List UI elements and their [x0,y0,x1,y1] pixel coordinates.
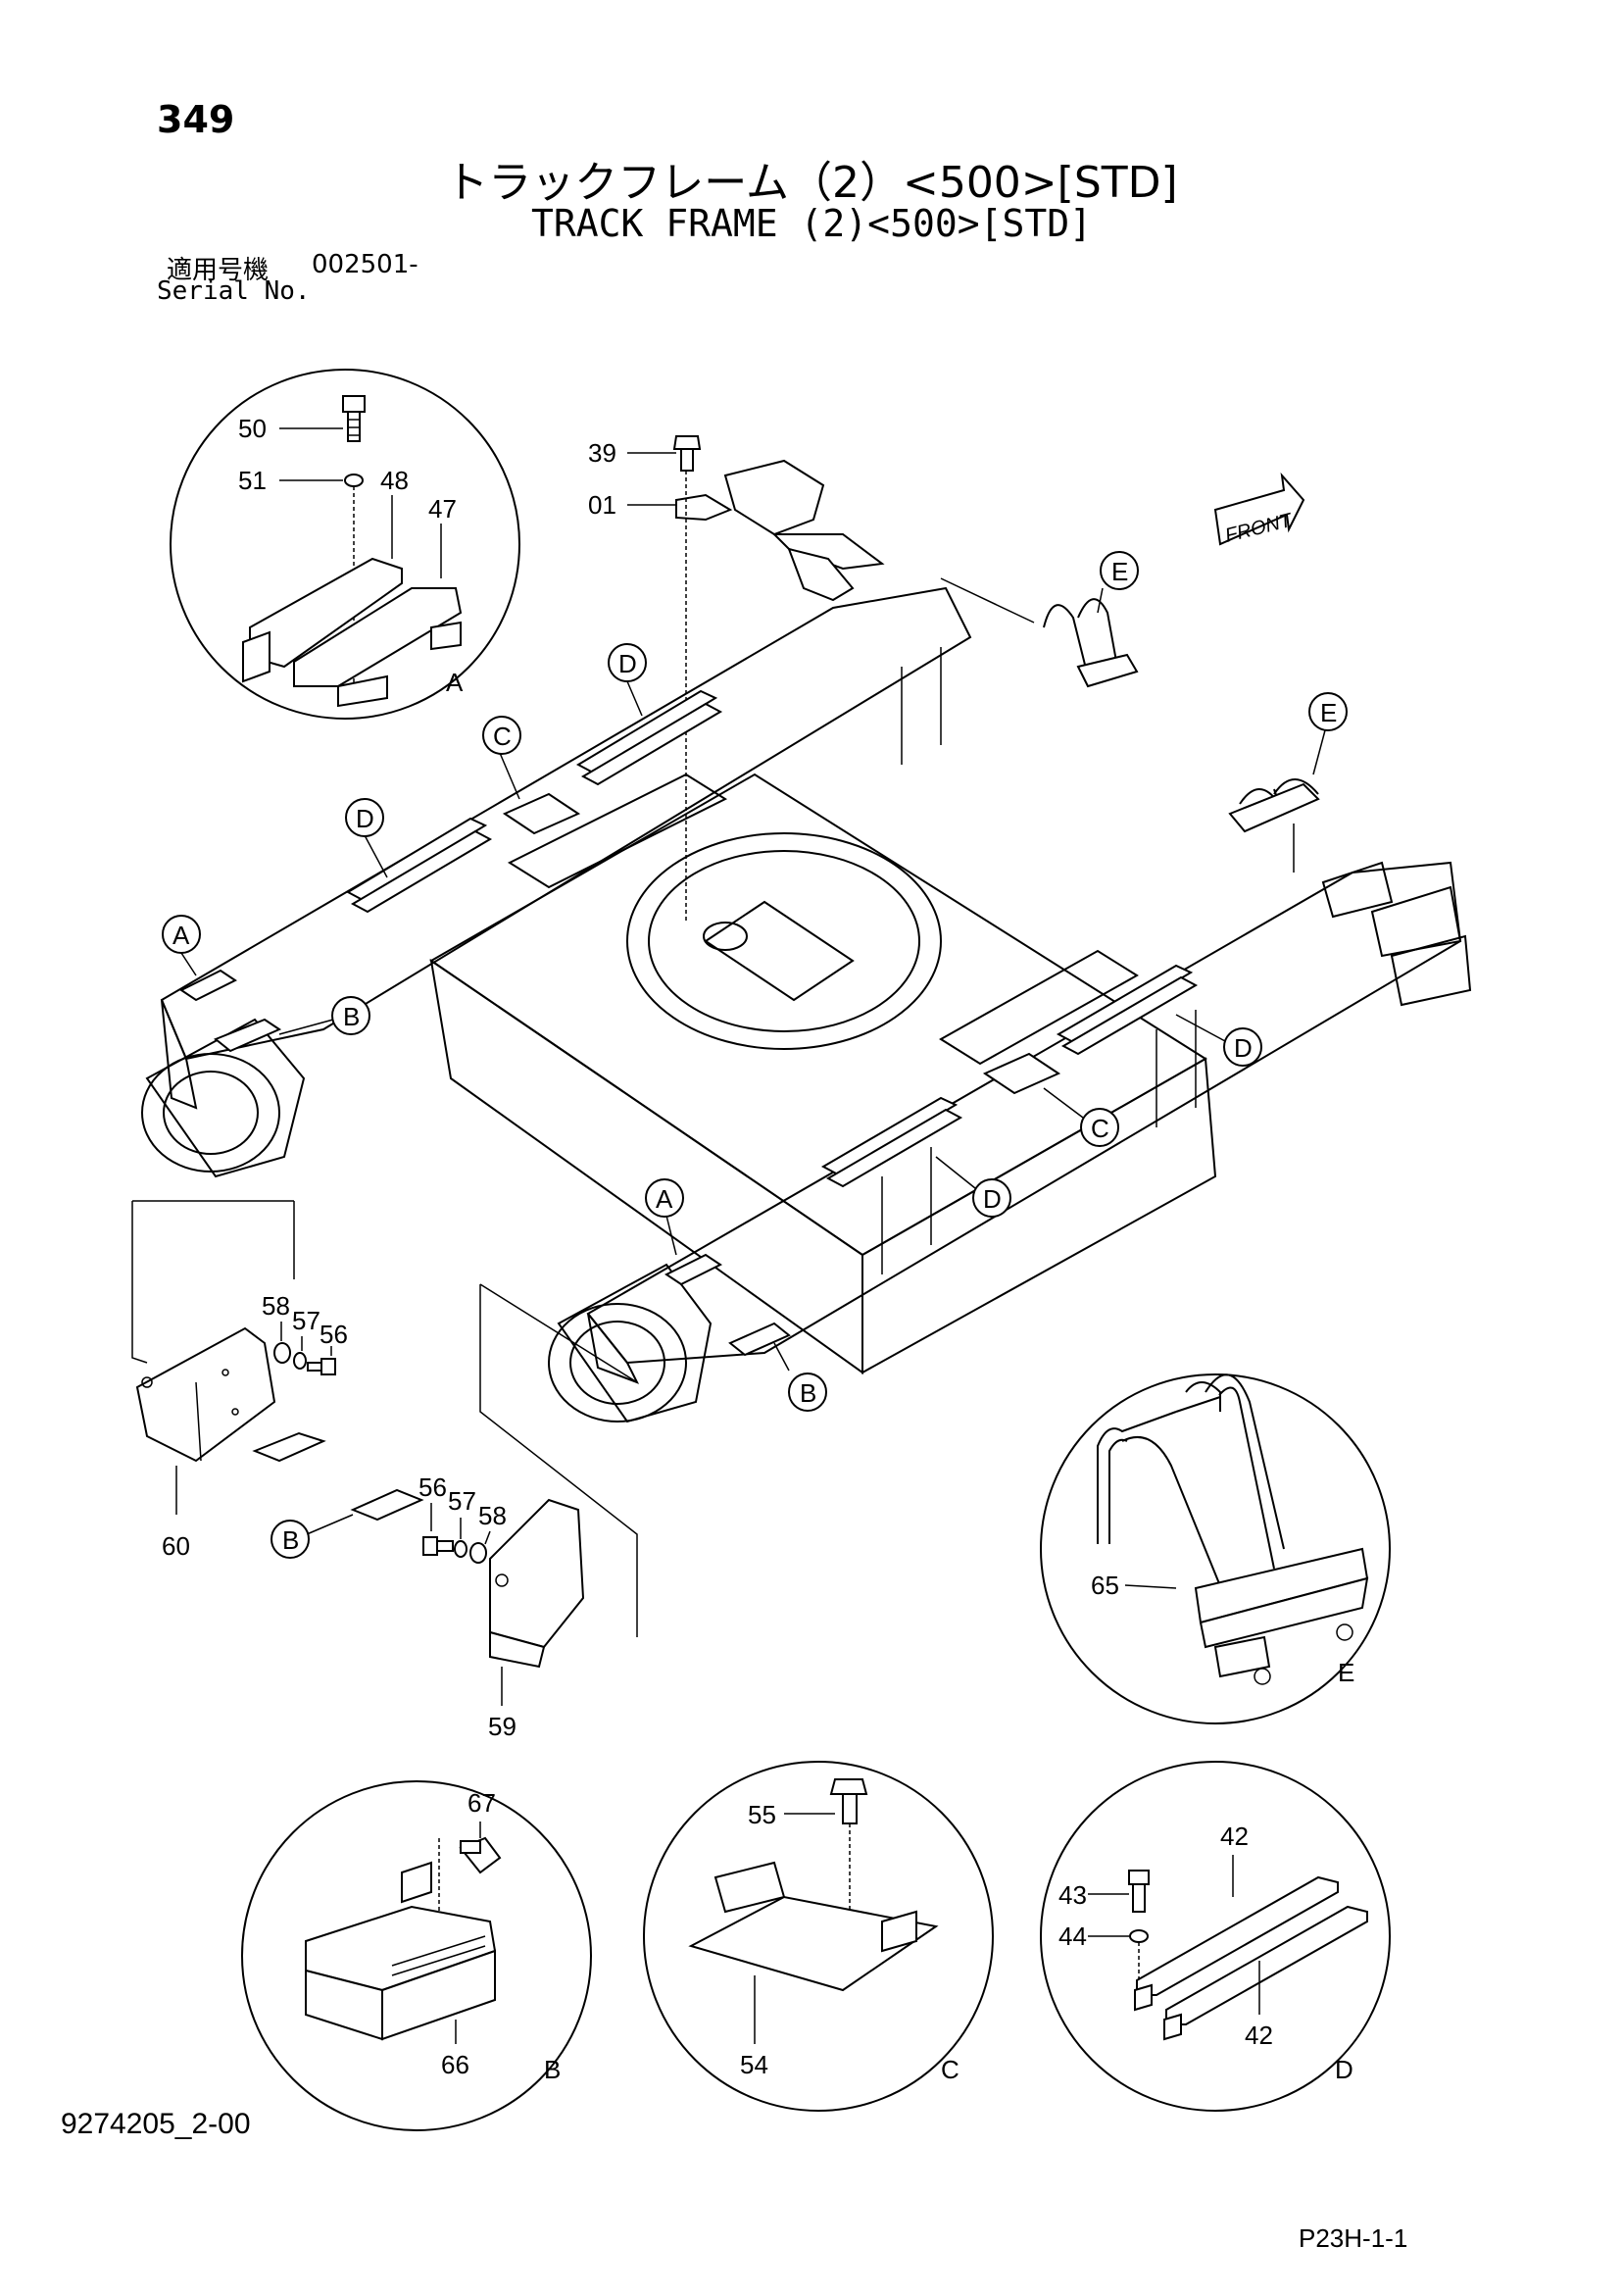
callout-c-2: C [1091,1114,1109,1143]
callout-d-4: D [983,1184,1002,1214]
page-number: 349 [157,98,235,141]
bracket-01-icon [675,459,885,602]
part-number-44: 44 [1058,1922,1087,1951]
guard-d-upper-mid [575,689,723,786]
part-number-58b: 58 [478,1501,507,1530]
part-number-66: 66 [441,2050,469,2079]
cover-c-lower [982,1052,1061,1095]
handrail-e-top [940,577,1139,688]
part-number-01: 01 [588,490,616,520]
part-number-43: 43 [1058,1880,1087,1910]
callout-d-2: D [356,804,374,833]
part-number-56a: 56 [320,1320,348,1349]
washer-51-icon [344,474,364,487]
part-number-59: 59 [488,1712,516,1741]
document-number: 9274205_2-00 [61,2108,251,2140]
bolt-55-icon [829,1778,868,1824]
idler-housing-left [141,1018,306,1178]
part-number-67: 67 [467,1788,496,1818]
cover-plate-54-icon [688,1861,939,1992]
bolt-50-icon [342,395,366,442]
part-number-57a: 57 [292,1306,320,1335]
detail-label-e: E [1338,1658,1354,1687]
serial-label-english: Serial No. [157,276,311,306]
guard-a-right [664,1253,722,1286]
page-title-english: TRACK FRAME (2)<500>[STD] [531,202,1092,245]
bolt-56a-icon [307,1358,336,1375]
washer-44-icon [1129,1929,1149,1943]
guard-a-left [179,969,237,1002]
part-number-39: 39 [588,438,616,468]
part-number-55: 55 [748,1800,776,1829]
part-number-56b: 56 [418,1472,447,1502]
bolt-43-icon [1128,1870,1150,1913]
bolt-56b-icon [422,1536,454,1556]
part-number-42a: 42 [1220,1822,1249,1851]
washer-58b-icon [469,1542,487,1564]
guard-rails-42-icon [1134,1875,1368,2041]
serial-label-japanese: 適用号機 [167,256,270,285]
washer-58a-icon [273,1342,291,1364]
detail-circle-a: 50 51 48 47 A [170,369,520,720]
cover-60-group: 60 58 57 56 [131,1200,424,1561]
bolt-67-icon [459,1836,502,1874]
lock-washer-57b-icon [454,1540,467,1558]
detail-circle-c: 55 54 C [643,1761,994,2112]
step-b-bracket-upper [252,1431,326,1463]
step-66-icon [305,1861,497,2041]
part-number-42b: 42 [1245,2021,1273,2050]
callout-c-1: C [493,722,512,751]
callout-e-2: E [1320,698,1337,727]
idler-housing-right [548,1263,713,1423]
part-number-54: 54 [740,2050,768,2079]
step-b-bracket-lower [350,1488,424,1522]
bolt-39-icon [672,435,702,472]
part-number-60: 60 [162,1531,190,1561]
part-number-48: 48 [380,466,409,495]
part-number-58a: 58 [262,1291,290,1321]
step-b-right [728,1322,791,1357]
front-direction-arrow: FRONT [1213,472,1305,547]
callout-d-3: D [1234,1033,1253,1063]
track-guard-47-48-icon [242,557,463,708]
track-frame-main [141,586,1472,1423]
step-handrail-65-icon [1097,1373,1369,1685]
part-number-57b: 57 [448,1486,476,1516]
callout-a-2: A [656,1184,673,1214]
detail-circle-d: 42 43 44 42 D [1040,1761,1391,2112]
detail-label-c: C [941,2055,959,2084]
cover-c-upper [502,792,581,835]
callout-b-3: B [282,1525,299,1555]
callout-b-1: B [343,1002,360,1031]
part-number-51: 51 [238,466,267,495]
page-title-japanese: トラックフレーム（2）<500>[STD] [445,158,1178,208]
detail-label-b: B [544,2055,561,2084]
part-number-65: 65 [1091,1571,1119,1600]
sheet-code: P23H-1-1 [1299,2223,1408,2253]
cover-60-icon [135,1326,276,1463]
callout-d-1: D [618,649,637,678]
step-b-left [214,1018,282,1053]
serial-number-value: 002501- [312,250,418,279]
guard-d-upper-left [345,817,493,914]
lock-washer-57a-icon [293,1352,307,1370]
cover-59-group: 59 56 57 58 [418,1283,638,1741]
guard-d-lower-left [820,1096,963,1188]
callout-b-2: B [800,1378,816,1408]
top-bracket-group: 39 01 [588,435,885,922]
detail-circle-b: 67 66 B [241,1780,592,2131]
callout-e-1: E [1111,557,1128,586]
detail-label-d: D [1335,2055,1353,2084]
guard-d-lower-right [1056,964,1199,1056]
handrail-e-right [1228,778,1320,873]
callout-a-1: A [172,921,190,950]
cover-59-icon [489,1498,585,1669]
detail-circle-e: 65 E [1040,1373,1391,1724]
detail-label-a: A [446,668,464,697]
part-number-47: 47 [428,494,457,524]
part-number-50: 50 [238,414,267,443]
callout-bubbles: D C D A B E E D C D [162,551,1348,1559]
